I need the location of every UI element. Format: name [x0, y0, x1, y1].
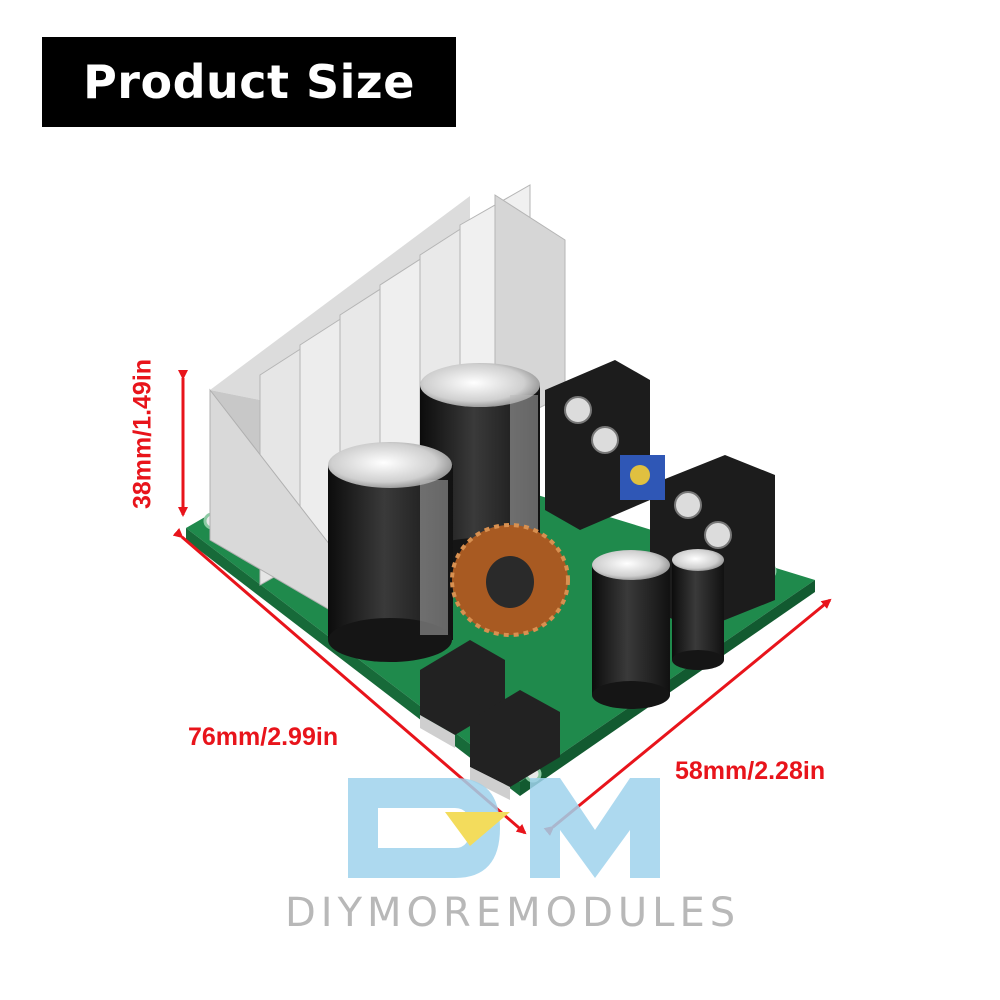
width-dimension-label: 58mm/2.28in	[675, 757, 826, 785]
capacitor	[592, 550, 670, 709]
height-dimension-label: 38mm/1.49in	[128, 358, 157, 510]
terminal-block	[545, 360, 650, 530]
length-dimension-label: 76mm/2.99in	[188, 723, 339, 751]
inductor-coil	[450, 523, 570, 637]
page-title: Product Size	[83, 55, 415, 109]
capacitor	[328, 442, 453, 662]
terminal-screw	[704, 521, 732, 549]
potentiometer	[620, 455, 665, 500]
terminal-screw	[591, 426, 619, 454]
terminal-screw	[564, 396, 592, 424]
brand-name: DIYMOREMODULES	[285, 890, 741, 936]
brand-logo	[348, 778, 660, 878]
width-dimension-arrow	[543, 598, 832, 836]
terminal-screw	[674, 491, 702, 519]
title-banner: Product Size	[42, 37, 456, 127]
capacitor	[672, 549, 724, 670]
